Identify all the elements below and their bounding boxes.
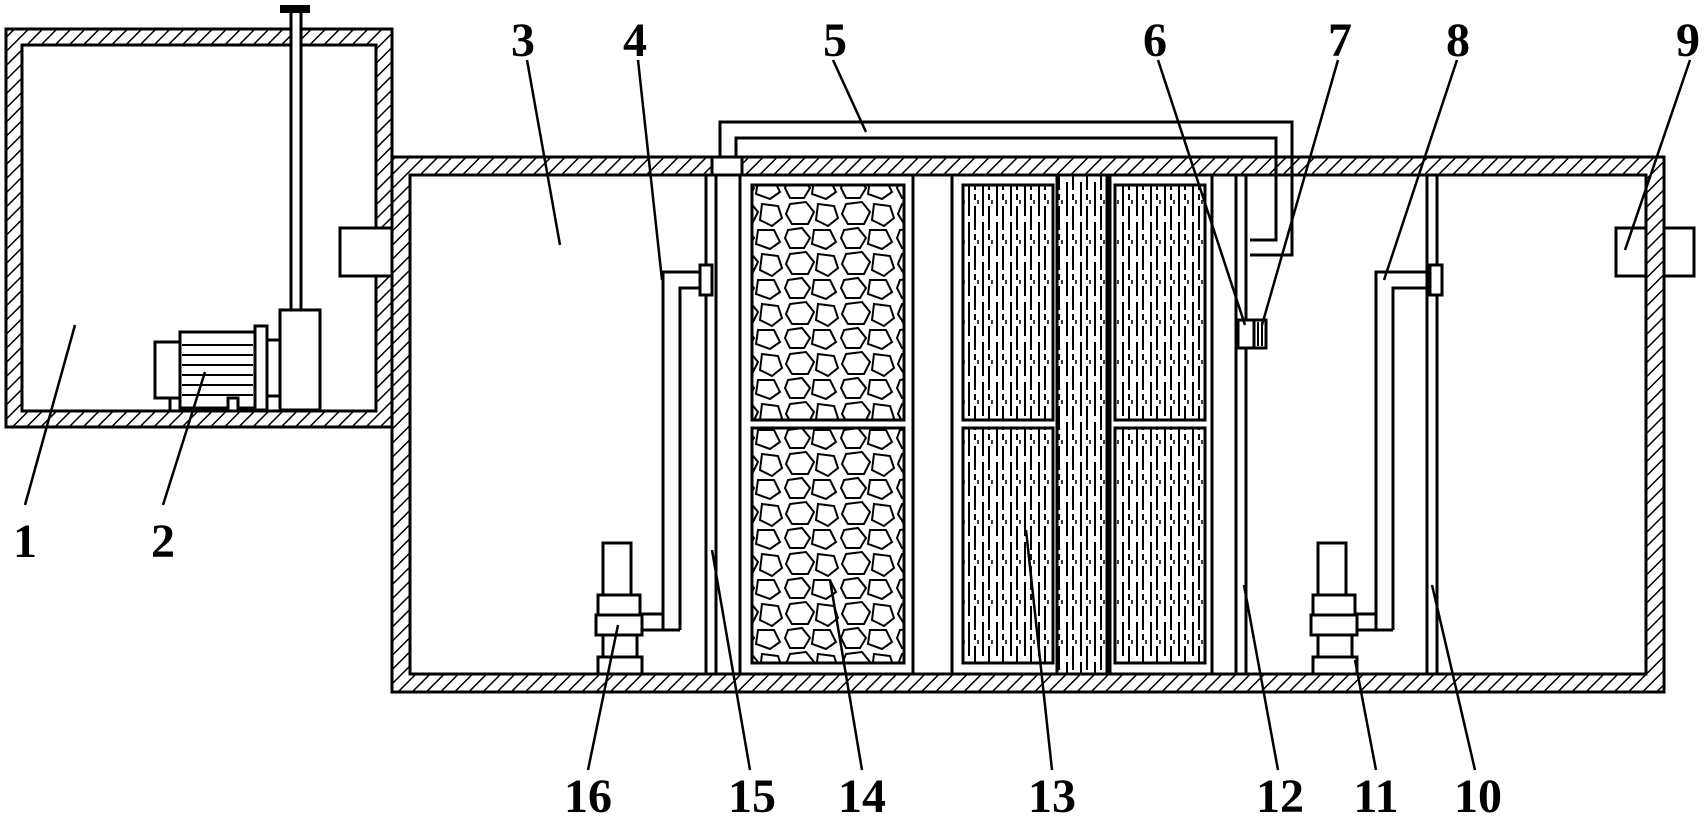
callout-14: 14 [838,770,886,820]
leader-9 [1623,59,1692,251]
callout-12: 12 [1256,770,1304,820]
callout-4: 4 [623,14,647,67]
leader-7 [1260,59,1340,326]
callout-10: 10 [1454,770,1502,820]
pump-room [4,5,394,429]
left-pump-assembly [594,263,714,676]
leader-16 [586,624,620,771]
leader-10 [1430,584,1477,771]
stone-filter-media [750,183,906,665]
leader-1 [23,324,77,506]
callout-2: 2 [151,515,175,568]
partitions [704,175,1439,674]
callout-16: 16 [564,770,612,820]
leader-13 [1024,529,1054,771]
fiber-filter-media [961,173,1214,676]
level-sensors [1236,318,1268,350]
callout-8: 8 [1446,14,1470,67]
callout-1: 1 [13,515,37,568]
callout-11: 11 [1353,770,1398,820]
leader-3 [525,59,562,246]
top-pipe [710,120,1294,257]
callout-5: 5 [823,14,847,67]
callout-7: 7 [1328,14,1352,67]
callout-9: 9 [1676,14,1700,67]
leader-8 [1382,59,1459,281]
leader-12 [1242,584,1280,771]
callout-13: 13 [1028,770,1076,820]
leader-lines [23,59,1692,771]
motor [153,324,282,413]
leader-5 [831,59,868,133]
leader-2 [161,371,207,506]
leader-11 [1353,659,1378,771]
callout-labels: 1 2 3 4 5 6 7 8 9 10 11 12 13 14 15 16 [13,14,1700,820]
right-pump-assembly [1309,263,1444,676]
leader-6 [1156,59,1247,326]
leader-15 [710,549,752,771]
leader-14 [828,579,864,771]
callout-15: 15 [728,770,776,820]
leader-4 [636,59,664,281]
callout-3: 3 [511,14,535,67]
callout-6: 6 [1143,14,1167,67]
